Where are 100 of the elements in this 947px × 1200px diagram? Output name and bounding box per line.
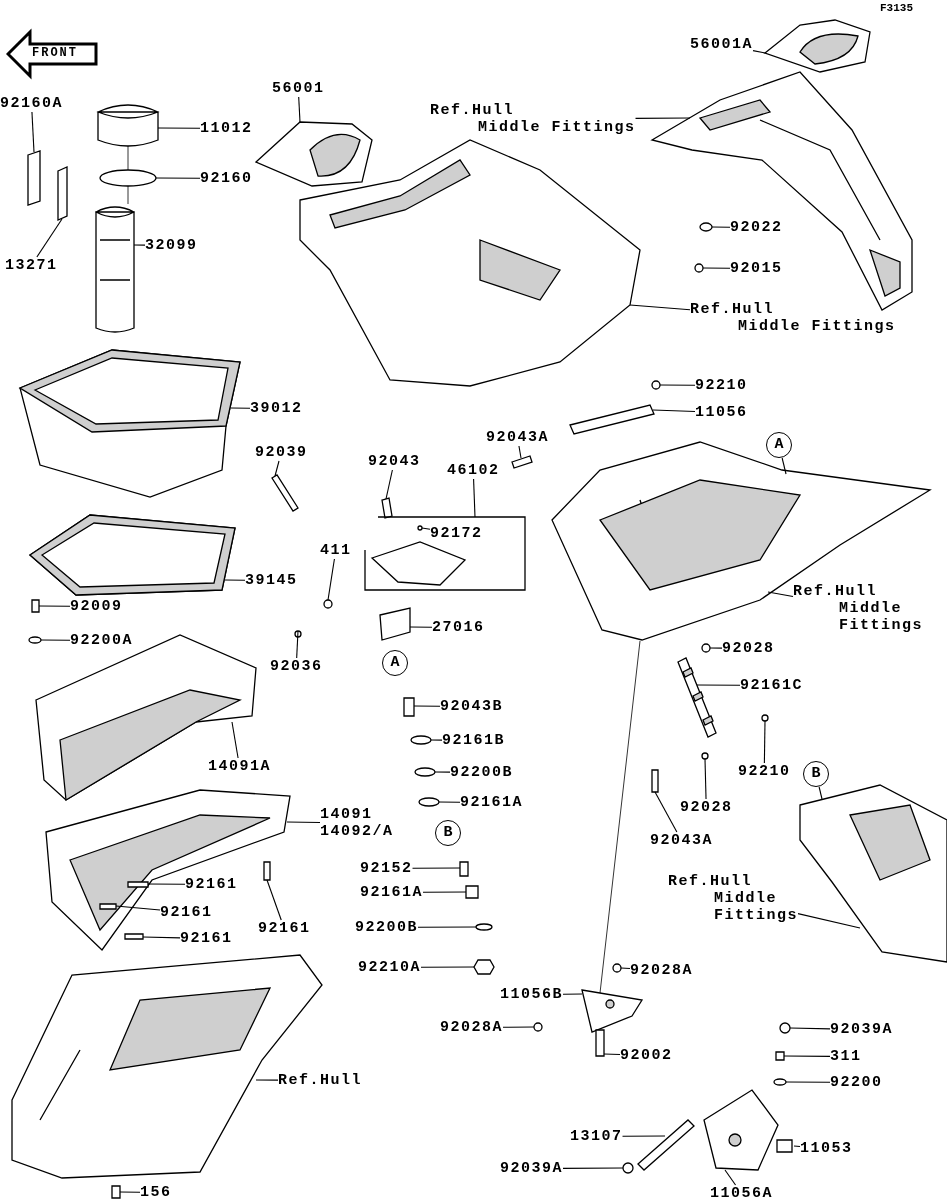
part-number: 92161 (180, 930, 233, 947)
part-number: 92161B (442, 732, 505, 749)
washer-drawing (651, 380, 661, 390)
leader-line (411, 867, 461, 869)
leader-line (767, 591, 794, 598)
part-number: 92161 (160, 904, 213, 921)
leader-line (40, 639, 71, 641)
part-number: 39012 (250, 400, 303, 417)
washer-drawing (701, 752, 709, 760)
leader-line (603, 1053, 621, 1056)
washer-drawing (418, 797, 440, 807)
part-number: 56001A (690, 36, 753, 53)
bracket-frame (364, 516, 526, 591)
leader-line (785, 1081, 831, 1083)
part-number: 92160 (200, 170, 253, 187)
leader-line (409, 626, 433, 628)
washer-drawing (773, 1078, 787, 1086)
front-direction-arrow: FRONT (6, 28, 98, 80)
gasket-drawing (28, 514, 236, 596)
pin-drawing (124, 933, 144, 940)
washer-drawing (533, 1022, 543, 1032)
leader-line (298, 96, 301, 123)
washer-drawing (28, 636, 42, 644)
leader-line (709, 647, 723, 649)
washer-drawing (414, 767, 436, 777)
leader-line (155, 177, 201, 179)
part-number: 11053 (800, 1140, 853, 1157)
reference-letter: A (766, 432, 792, 458)
leader-line (654, 791, 678, 833)
leader-line (420, 966, 475, 968)
leader-line (422, 891, 467, 893)
leader-line (147, 883, 186, 885)
bolt-drawing (381, 497, 393, 519)
leader-line (115, 905, 161, 911)
part-number: 92036 (270, 658, 323, 675)
leader-line (783, 1055, 831, 1057)
part-number: 92043 (368, 453, 421, 470)
bolt-drawing (511, 455, 533, 469)
stopper-drawing (379, 607, 411, 641)
part-number: 92039 (255, 444, 308, 461)
leader-line (327, 558, 335, 601)
panel-drawing (299, 139, 641, 387)
leader-line (31, 111, 35, 153)
part-number: 13107 (570, 1128, 623, 1145)
plate-drawing (57, 166, 68, 221)
storage-bin-drawing (18, 349, 241, 498)
leader-line (763, 720, 766, 764)
nut-drawing (694, 263, 704, 273)
part-number: 411 (320, 542, 352, 559)
part-number: 92043B (440, 698, 503, 715)
leader-line (413, 705, 441, 707)
leader-line (417, 926, 477, 928)
part-number: 92200 (830, 1074, 883, 1091)
part-number: 92200B (450, 764, 513, 781)
leader-line (562, 993, 583, 995)
assembly-line (127, 145, 129, 171)
bolt-drawing (31, 599, 40, 613)
assembly-line (127, 185, 129, 205)
part-number: 92039A (500, 1160, 563, 1177)
reference-letter: B (803, 761, 829, 787)
part-number: 92039A (830, 1021, 893, 1038)
bolt-drawing (595, 1029, 605, 1057)
screw-drawing (271, 474, 299, 512)
part-number: 32099 (145, 237, 198, 254)
panel-drawing (651, 71, 913, 311)
hull-drawing (799, 784, 947, 963)
part-number: 14092/A (320, 823, 394, 840)
lever-drawing (581, 989, 644, 1033)
leader-line (620, 967, 631, 970)
assembly-line (599, 640, 641, 994)
part-number: 92043A (650, 832, 713, 849)
leader-line (629, 304, 691, 311)
part-number: 92160A (0, 95, 63, 112)
leader-line (438, 801, 461, 803)
part-number: 27016 (432, 619, 485, 636)
leader-line (385, 469, 393, 500)
leader-line (133, 244, 146, 246)
part-number: 92028A (440, 1019, 503, 1036)
part-number: 13271 (5, 257, 58, 274)
leader-line (752, 50, 766, 54)
washer-drawing (701, 643, 711, 653)
plate-drawing (27, 150, 41, 206)
leader-line (518, 445, 522, 459)
pin-drawing (263, 861, 271, 881)
leader-line (704, 758, 707, 800)
washer-drawing (475, 923, 493, 931)
reference-letter: A (382, 650, 408, 676)
leader-line (793, 1145, 801, 1147)
part-number: 92200B (355, 919, 418, 936)
part-number: 92210 (738, 763, 791, 780)
leader-line (659, 384, 696, 386)
leader-line (711, 226, 731, 228)
part-number: 92152 (360, 860, 413, 877)
clip-drawing (776, 1139, 793, 1153)
leader-line (119, 1191, 141, 1193)
leader-line (473, 478, 476, 518)
reference-letter: B (435, 820, 461, 846)
part-number: 92161A (360, 884, 423, 901)
part-number: 311 (830, 1048, 862, 1065)
part-number: 92161C (740, 677, 803, 694)
